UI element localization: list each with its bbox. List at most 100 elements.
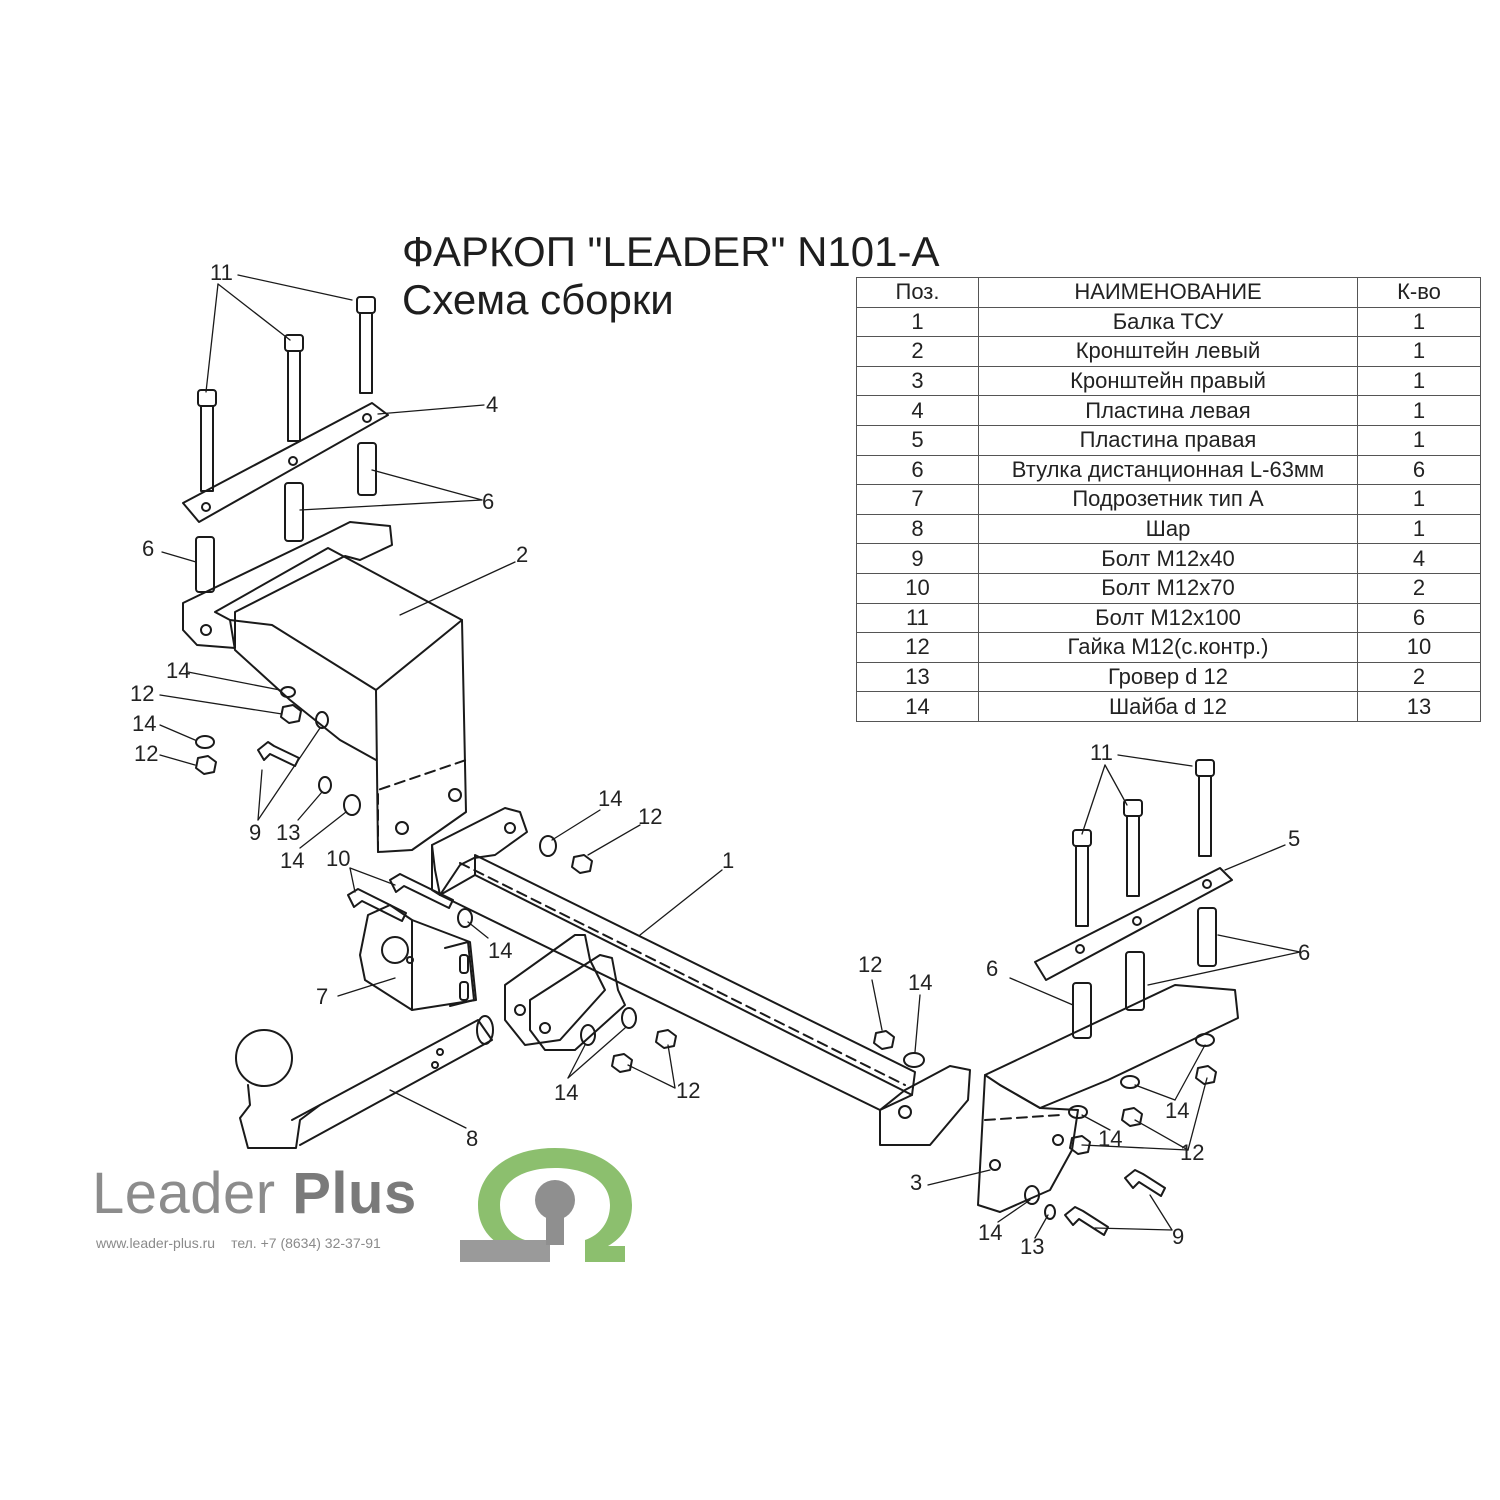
product-title: ФАРКОП "LEADER" N101-A xyxy=(402,228,940,275)
row-quantity: 10 xyxy=(1357,632,1481,663)
callout-14-a: 14 xyxy=(166,658,190,683)
callout-13-left: 13 xyxy=(276,820,300,845)
tow-ball xyxy=(235,1015,494,1149)
callout-2: 2 xyxy=(516,542,528,567)
bracket-left xyxy=(182,521,467,853)
callout-12-f: 12 xyxy=(676,1078,700,1103)
callout-14-c: 14 xyxy=(280,848,304,873)
diagram-subtitle: Схема сборки xyxy=(402,276,674,323)
callout-12-a: 12 xyxy=(130,681,154,706)
callout-4: 4 xyxy=(486,392,498,417)
callout-14-b: 14 xyxy=(132,711,156,736)
callout-6-right-b: 6 xyxy=(986,956,998,981)
row-quantity: 1 xyxy=(1357,365,1481,397)
row-position: 14 xyxy=(856,691,979,722)
callout-14-d: 14 xyxy=(488,938,512,963)
brand-website: www.leader-plus.ru xyxy=(96,1235,216,1251)
callout-11-left: 11 xyxy=(210,260,233,285)
plate-right xyxy=(1034,867,1233,981)
row-name: Балка ТСУ xyxy=(978,306,1358,338)
spacer-bushings-right xyxy=(1072,907,1217,1039)
row-name: Кронштейн правый xyxy=(978,365,1358,397)
row-position: 6 xyxy=(856,454,979,486)
fasteners-right xyxy=(1024,1033,1217,1236)
row-position: 9 xyxy=(856,543,979,574)
row-position: 13 xyxy=(856,661,979,693)
bracket-right xyxy=(977,984,1239,1213)
plate-left xyxy=(182,402,389,523)
row-quantity: 1 xyxy=(1357,306,1481,338)
row-quantity: 6 xyxy=(1357,602,1481,634)
callout-12-e: 12 xyxy=(638,804,662,829)
socket-bracket xyxy=(347,873,477,1011)
row-name: Шайба d 12 xyxy=(978,691,1358,722)
fasteners-center xyxy=(539,835,925,1073)
callout-labels: 11 4 6 6 2 14 12 14 12 9 13 14 10 14 7 1… xyxy=(130,260,1310,1259)
omega-ball-logo-icon xyxy=(460,1148,632,1262)
fasteners-left xyxy=(195,686,361,816)
diagram-title: ФАРКОП "LEADER" N101-A Схема сборки xyxy=(402,228,940,324)
callout-12-b: 12 xyxy=(134,741,158,766)
row-position: 10 xyxy=(856,572,979,604)
row-position: 3 xyxy=(856,365,979,397)
row-name: Пластина левая xyxy=(978,395,1358,426)
header-position: Поз. xyxy=(856,277,979,308)
row-quantity: 6 xyxy=(1357,454,1481,486)
callout-6-left: 6 xyxy=(142,536,154,561)
callout-13-right: 13 xyxy=(1020,1234,1044,1259)
row-quantity: 13 xyxy=(1357,691,1481,722)
row-position: 12 xyxy=(856,632,979,663)
row-name: Болт М12х70 xyxy=(978,572,1358,604)
row-name: Болт М12х100 xyxy=(978,602,1358,634)
bolt-m12x100-left-group xyxy=(197,296,376,492)
brand-phone: тел. +7 (8634) 32-37-91 xyxy=(231,1235,381,1251)
row-quantity: 1 xyxy=(1357,336,1481,367)
ball-mount-clamp xyxy=(504,934,626,1051)
row-name: Гайка М12(с.контр.) xyxy=(978,632,1358,663)
brand-name-bold: Plus xyxy=(292,1161,417,1226)
row-position: 8 xyxy=(856,513,979,545)
row-name: Шар xyxy=(978,513,1358,545)
callout-14-h: 14 xyxy=(1165,1098,1189,1123)
callout-14-e: 14 xyxy=(598,786,622,811)
callout-14-j: 14 xyxy=(978,1220,1002,1245)
callout-7: 7 xyxy=(316,984,328,1009)
brand-name: Leader Plus xyxy=(92,1160,417,1227)
callout-9-left: 9 xyxy=(249,820,261,845)
row-name: Болт М12х40 xyxy=(978,543,1358,574)
callout-leaders xyxy=(159,274,1301,1239)
row-quantity: 2 xyxy=(1357,572,1481,604)
row-position: 4 xyxy=(856,395,979,426)
row-position: 7 xyxy=(856,484,979,515)
row-name: Кронштейн левый xyxy=(978,336,1358,367)
bolt-m12x100-right-group xyxy=(1072,759,1215,927)
callout-5: 5 xyxy=(1288,826,1300,851)
callout-12-g: 12 xyxy=(858,952,882,977)
callout-10: 10 xyxy=(326,846,350,871)
callout-6-right: 6 xyxy=(1298,940,1310,965)
parts-table-header: Поз. НАИМЕНОВАНИЕ К-во xyxy=(856,277,1481,308)
callout-6-left-top: 6 xyxy=(482,489,494,514)
spacer-bushings-left xyxy=(195,442,377,593)
row-quantity: 2 xyxy=(1357,661,1481,693)
callout-1: 1 xyxy=(722,848,734,873)
callout-9-right: 9 xyxy=(1172,1224,1184,1249)
callout-3: 3 xyxy=(910,1170,922,1195)
towbar-beam xyxy=(431,807,971,1146)
callout-14-g: 14 xyxy=(908,970,932,995)
callout-12-h: 12 xyxy=(1180,1140,1204,1165)
callout-14-f: 14 xyxy=(554,1080,578,1105)
callout-11-right: 11 xyxy=(1090,740,1113,765)
callout-14-i: 14 xyxy=(1098,1126,1122,1151)
